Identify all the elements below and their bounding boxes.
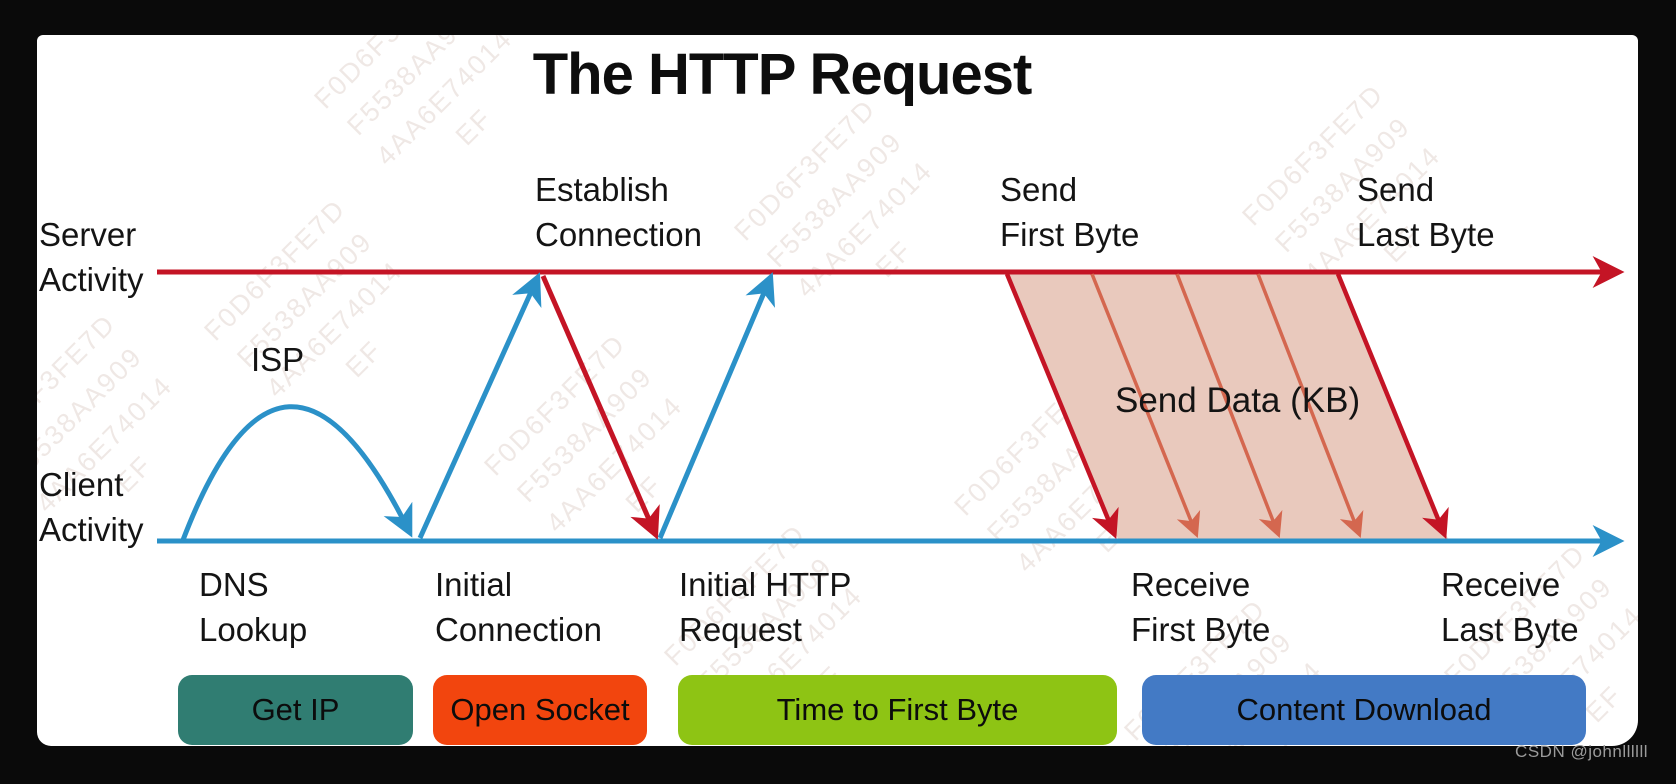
initial-connection-label: Initial Connection (435, 566, 602, 648)
receive-first-byte-label: Receive First Byte (1131, 566, 1271, 648)
phase-chip-time-to-first-byte: Time to First Byte (678, 675, 1117, 745)
csdn-credit-watermark: CSDN @johnllllll (1515, 742, 1648, 761)
client-activity-label: Client Activity (39, 466, 144, 548)
initial-http-request-label: Initial HTTP Request (679, 566, 852, 648)
send-data-kb-label: Send Data (KB) (1115, 381, 1361, 420)
send-data-arrow-1 (1090, 273, 1201, 539)
receive-last-byte-label: Receive Last Byte (1441, 566, 1579, 648)
phase-chip-open-socket: Open Socket (433, 675, 647, 745)
establish-connection-label: Establish Connection (535, 171, 702, 253)
send-data-arrow-3 (1256, 273, 1364, 539)
isp-dns-lookup-arc (180, 404, 413, 541)
send-first-byte-arrow (1004, 273, 1119, 539)
http-request-timeline-diagram (157, 255, 1625, 558)
send-last-byte-arrow (1335, 273, 1449, 539)
phase-chip-get-ip: Get IP (178, 675, 413, 745)
page-title: The HTTP Request (532, 42, 1033, 107)
send-last-byte-label: Send Last Byte (1357, 171, 1495, 253)
isp-label: ISP (251, 341, 305, 378)
dns-lookup-label: DNS Lookup (199, 566, 308, 648)
establish-connection-return-arrow (540, 275, 660, 540)
phase-chip-content-download: Content Download (1142, 675, 1586, 745)
send-first-byte-label: Send First Byte (1000, 171, 1140, 253)
initial-connection-arrow (417, 272, 542, 540)
send-data-arrow-2 (1175, 273, 1283, 539)
server-activity-label: Server Activity (39, 216, 144, 298)
initial-http-request-arrow (657, 272, 775, 539)
